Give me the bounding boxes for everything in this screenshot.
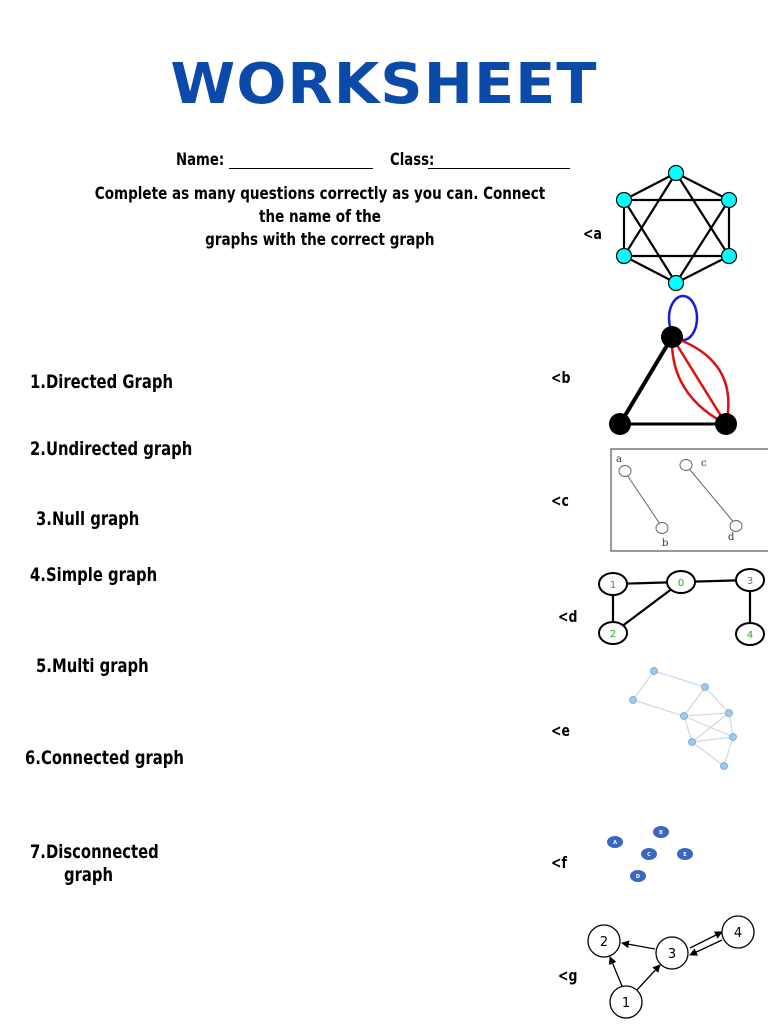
item-undirected-graph: 2.Undirected graph (30, 438, 193, 460)
f-node-a: A (613, 840, 617, 846)
c-node-b: b (662, 538, 668, 549)
instructions: Complete as many questions correctly as … (40, 182, 600, 251)
c-node-a: a (616, 454, 622, 465)
option-c-label: <c (551, 491, 569, 510)
d-node-4: 4 (747, 630, 753, 641)
option-e-label: <e (551, 721, 570, 740)
item-null-graph: 3.Null graph (36, 508, 140, 530)
f-node-d: D (636, 874, 640, 880)
page-title: WORKSHEET (170, 52, 598, 117)
instructions-line-1: Complete as many questions correctly as … (94, 184, 546, 226)
class-blank[interactable] (428, 154, 570, 169)
g-node-4: 4 (734, 926, 742, 941)
d-node-0: 0 (678, 578, 684, 589)
c-node-c: c (701, 458, 707, 469)
option-b-label: <b (551, 368, 571, 387)
item-simple-graph: 4.Simple graph (30, 564, 158, 586)
f-node-e: E (683, 852, 687, 858)
option-f-label: <f (551, 853, 567, 872)
g-node-3: 3 (668, 947, 676, 962)
class-label: Class: (390, 150, 435, 170)
name-blank[interactable] (229, 154, 373, 169)
option-g-label: <g (558, 966, 578, 985)
c-node-d: d (728, 532, 735, 543)
instructions-line-2: graphs with the correct graph (205, 230, 435, 249)
option-a-label: <a (583, 224, 602, 243)
option-d-label: <d (558, 607, 578, 626)
d-node-1: 1 (610, 580, 616, 591)
item-disconnected-graph: 7.Disconnected (30, 841, 159, 863)
item-directed-graph: 1.Directed Graph (30, 371, 174, 393)
name-label: Name: (176, 150, 225, 170)
f-node-c: C (647, 852, 651, 858)
d-node-3: 3 (747, 576, 753, 587)
item-disconnected-graph-cont: graph (64, 864, 114, 886)
g-node-2: 2 (600, 935, 608, 950)
item-connected-graph: 6.Connected graph (25, 747, 184, 769)
item-multi-graph: 5.Multi graph (36, 655, 149, 677)
g-node-1: 1 (622, 996, 630, 1011)
d-node-2: 2 (610, 629, 616, 640)
f-node-b: B (659, 830, 663, 836)
